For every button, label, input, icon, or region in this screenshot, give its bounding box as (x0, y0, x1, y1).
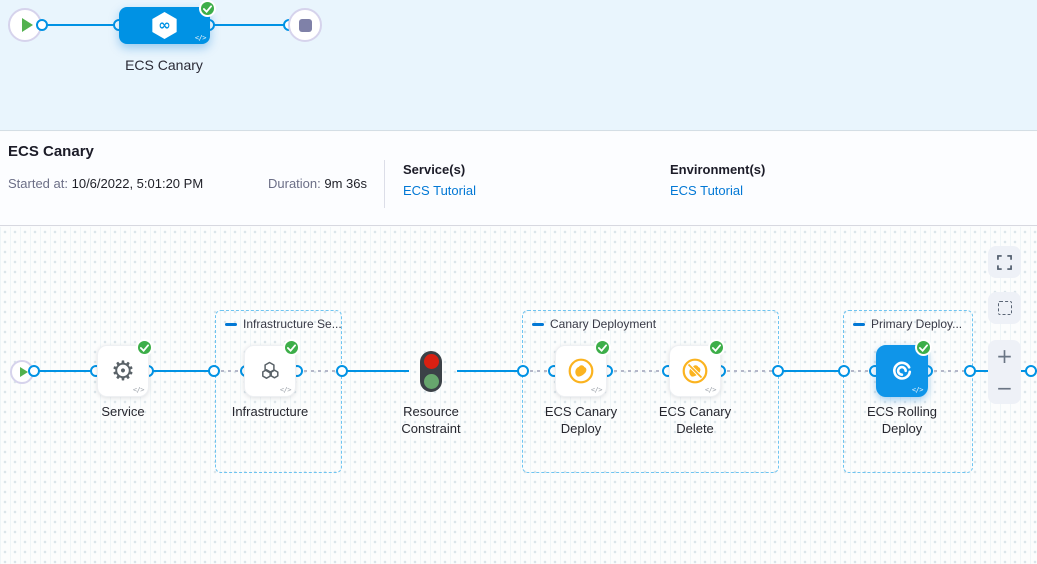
stage-node-label: ECS Canary (125, 57, 203, 73)
group-label: Canary Deployment (550, 317, 657, 331)
connector-line (32, 370, 98, 372)
connector-point (772, 365, 784, 377)
connector-point (517, 365, 529, 377)
step-node-ecs-canary-delete[interactable]: </> (669, 339, 725, 397)
stop-icon (298, 18, 312, 32)
code-icon: </> (704, 386, 717, 394)
collapse-icon[interactable] (532, 322, 544, 326)
success-check-icon (283, 339, 300, 356)
zoom-out-button[interactable]: − (996, 376, 1013, 400)
duration-value: 9m 36s (324, 176, 368, 191)
success-check-icon (199, 0, 216, 17)
step-label: Resource Constraint (401, 404, 461, 436)
fullscreen-button[interactable] (988, 246, 1021, 278)
duration: Duration: 9m 36s (268, 176, 368, 191)
step-label: ECS Rolling Deploy (866, 404, 938, 436)
success-check-icon (708, 339, 725, 356)
connector-point (36, 19, 48, 31)
started-at: Started at: 10/6/2022, 5:01:20 PM (8, 176, 204, 191)
environment-link[interactable]: ECS Tutorial (670, 183, 743, 198)
success-check-icon (915, 339, 932, 356)
stage-group-infrastructure: Infrastructure Se... (215, 310, 342, 473)
connector-line-dashed (720, 370, 778, 372)
connector-line (42, 24, 120, 26)
connector-line (779, 370, 844, 372)
code-icon: </> (911, 386, 924, 394)
pipeline-end-node (288, 8, 322, 42)
success-check-icon (136, 339, 153, 356)
code-icon: </> (279, 386, 292, 394)
stage-details-header: ECS Canary Started at: 10/6/2022, 5:01:2… (0, 132, 1037, 226)
step-node-resource-constraint[interactable] (420, 351, 442, 392)
connector-line (209, 24, 290, 26)
services-label: Service(s) (403, 162, 466, 177)
fit-selection-button[interactable] (988, 292, 1021, 324)
stage-group-canary-deployment: Canary Deployment (522, 310, 779, 473)
code-icon: </> (590, 386, 603, 394)
environments-label: Environment(s) (670, 162, 766, 177)
connector-line (343, 370, 409, 372)
group-label: Primary Deploy... (871, 317, 963, 331)
zoom-controls: + − (988, 340, 1021, 404)
connector-point (208, 365, 220, 377)
execution-graph-canvas[interactable] (0, 227, 1037, 564)
step-node-infrastructure[interactable]: </> (244, 339, 300, 397)
fullscreen-icon (997, 254, 1012, 270)
success-check-icon (594, 339, 611, 356)
connector-point (28, 365, 40, 377)
service-link[interactable]: ECS Tutorial (403, 183, 476, 198)
started-at-value: 10/6/2022, 5:01:20 PM (71, 176, 204, 191)
stage-minimap: ∞ </> ECS Canary (0, 0, 1037, 131)
ecs-rolling-icon (893, 361, 912, 380)
stage-group-primary-deployment: Primary Deploy... (843, 310, 973, 473)
step-node-ecs-canary-deploy[interactable]: </> (555, 339, 611, 397)
code-icon: </> (132, 386, 145, 394)
connector-line-dashed (214, 370, 246, 372)
zoom-in-button[interactable]: + (996, 344, 1013, 368)
connector-line (457, 370, 523, 372)
connector-line-dashed (927, 370, 970, 372)
hexagons-icon (262, 361, 279, 379)
step-label: ECS Canary Deploy (544, 404, 618, 436)
stage-node-ecs-canary[interactable]: ∞ </> (119, 0, 216, 44)
connector-line-dashed (523, 370, 554, 372)
connector-point (336, 365, 348, 377)
group-label: Infrastructure Se... (243, 317, 342, 331)
canary-delete-icon (682, 358, 708, 384)
header-divider (384, 160, 385, 208)
canary-icon (568, 358, 594, 384)
collapse-icon[interactable] (853, 322, 865, 326)
play-icon (19, 367, 28, 377)
connector-point (1025, 365, 1037, 377)
connector-line-dashed (844, 370, 875, 372)
selection-box-icon (997, 301, 1012, 315)
pipeline-hexagon-icon: ∞ (152, 12, 177, 39)
play-icon (21, 18, 33, 32)
traffic-light-red-icon (423, 354, 439, 369)
connector-line (148, 370, 214, 372)
graph-start-node (10, 360, 34, 384)
connector-point (838, 365, 850, 377)
step-node-service[interactable]: ⚙ </> (97, 339, 153, 397)
step-label: Service (101, 404, 145, 419)
step-label: Infrastructure (231, 404, 309, 419)
step-label: ECS Canary Delete (658, 404, 732, 436)
code-icon: </> (194, 34, 207, 42)
connector-point (964, 365, 976, 377)
step-node-ecs-rolling-deploy[interactable]: </> (876, 339, 932, 397)
collapse-icon[interactable] (225, 322, 237, 326)
connector-line-dashed (297, 370, 342, 372)
connector-line-dashed (607, 370, 668, 372)
stage-title: ECS Canary (8, 143, 94, 160)
traffic-light-green-icon (423, 374, 439, 389)
gear-icon: ⚙ (110, 355, 136, 387)
